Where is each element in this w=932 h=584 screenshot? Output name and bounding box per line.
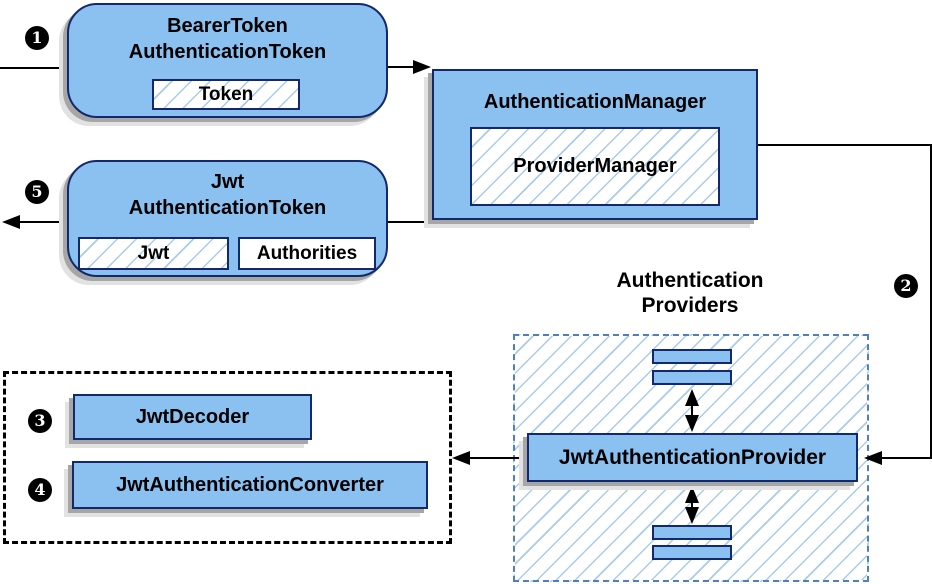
provider-to-decoder-arrowhead [452, 451, 470, 465]
provider-list-top-up-arrowhead [685, 389, 699, 406]
provider-list-bottom-down-arrowhead [685, 507, 699, 524]
step-3-badge: 3 [28, 409, 52, 433]
step-5-badge: 5 [25, 180, 49, 204]
provider-list-top-down-arrowhead [685, 415, 699, 432]
authentication-providers-label-line2: Providers [641, 294, 739, 317]
step-1-badge: 1 [25, 26, 49, 50]
authorities-chip: Authorities [238, 237, 376, 270]
jwt-chip: Jwt [78, 237, 229, 270]
step-2-badge: 2 [894, 274, 918, 298]
outgoing-result-arrowhead [2, 215, 20, 229]
authentication-manager-title: AuthenticationManager [483, 91, 707, 113]
node-jwt-authentication-token: Jwt AuthenticationToken Jwt Authorities [67, 160, 388, 277]
jwt-token-title-line1: Jwt [210, 171, 245, 193]
node-jwt-authentication-converter: JwtAuthenticationConverter [72, 461, 428, 509]
bearer-token-title-line1: BearerToken [167, 15, 288, 37]
provider-placeholder-bar [652, 525, 732, 540]
manager-to-provider-line [758, 144, 932, 459]
provider-placeholder-bar [652, 370, 732, 385]
jwt-token-title-line2: AuthenticationToken [128, 197, 327, 219]
provider-manager-chip: ProviderManager [470, 127, 720, 206]
provider-placeholder-bar [652, 349, 732, 364]
node-jwt-decoder: JwtDecoder [73, 394, 312, 440]
manager-to-provider-arrowhead [864, 451, 882, 465]
bearer-token-title-line2: AuthenticationToken [128, 41, 327, 63]
authentication-providers-label-line1: Authentication [616, 269, 764, 292]
bearer-to-manager-arrowhead [413, 60, 431, 74]
step-4-badge: 4 [28, 478, 52, 502]
provider-placeholder-bar [652, 545, 732, 560]
node-jwt-authentication-provider: JwtAuthenticationProvider [527, 433, 858, 482]
provider-list-bottom-up-arrowhead [685, 486, 699, 503]
node-bearer-token-authentication-token: BearerToken AuthenticationToken Token [67, 3, 388, 118]
authentication-providers-label: Authentication Providers [560, 268, 820, 318]
node-authentication-manager: AuthenticationManager ProviderManager [432, 69, 758, 220]
token-chip: Token [152, 79, 300, 110]
